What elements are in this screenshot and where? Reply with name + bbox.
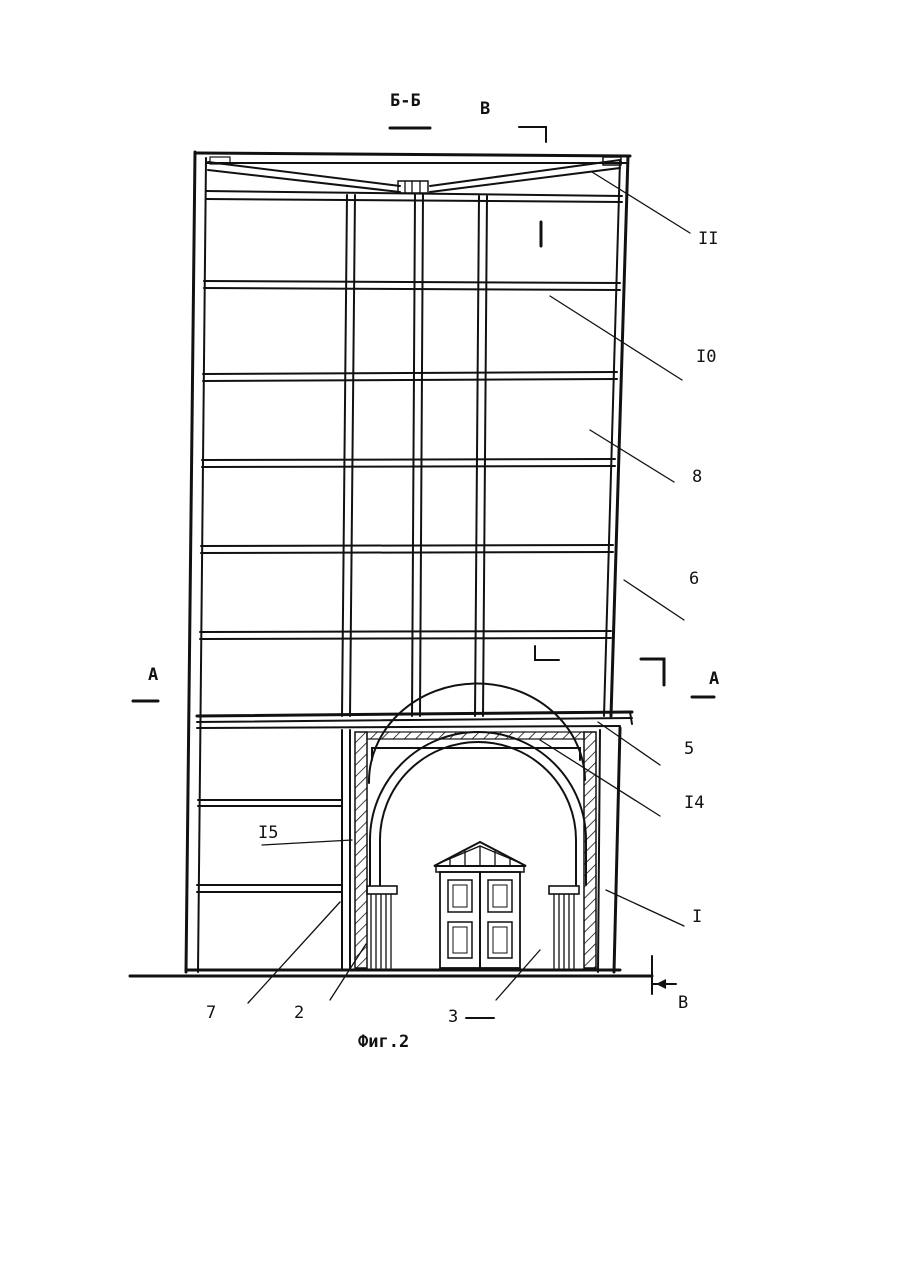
section-cut-mark-right <box>641 659 664 685</box>
section-mark-a-left: А <box>148 665 158 685</box>
callout-11: II <box>698 229 718 249</box>
callout-7: 7 <box>206 1003 216 1023</box>
callout-15: I5 <box>258 823 278 843</box>
hatched-wall-left <box>355 732 367 968</box>
entrance-door <box>434 842 526 968</box>
callout-10: I0 <box>696 347 716 367</box>
section-cut-mark-top <box>519 127 546 142</box>
upper-floor-beams <box>200 191 622 639</box>
section-mark-v-top: В <box>480 99 490 119</box>
section-arrowhead-bottom <box>656 979 666 989</box>
section-cut-mark-inner <box>535 646 559 660</box>
section-title: Б-Б <box>390 91 421 111</box>
lower-left-floors <box>197 730 350 970</box>
callout-6: 6 <box>689 569 699 589</box>
callout-14: I4 <box>684 793 704 813</box>
figure-caption: Фиг.2 <box>358 1032 409 1052</box>
callout-3: 3 <box>448 1007 458 1027</box>
callout-8: 8 <box>692 467 702 487</box>
arch-pilasters <box>367 886 579 968</box>
callout-5: 5 <box>684 739 694 759</box>
section-mark-a-right: А <box>709 669 719 689</box>
outer-frame <box>186 152 630 972</box>
callout-2: 2 <box>294 1003 304 1023</box>
callout-1: I <box>692 907 702 927</box>
section-mark-v-bottom: В <box>678 993 688 1013</box>
